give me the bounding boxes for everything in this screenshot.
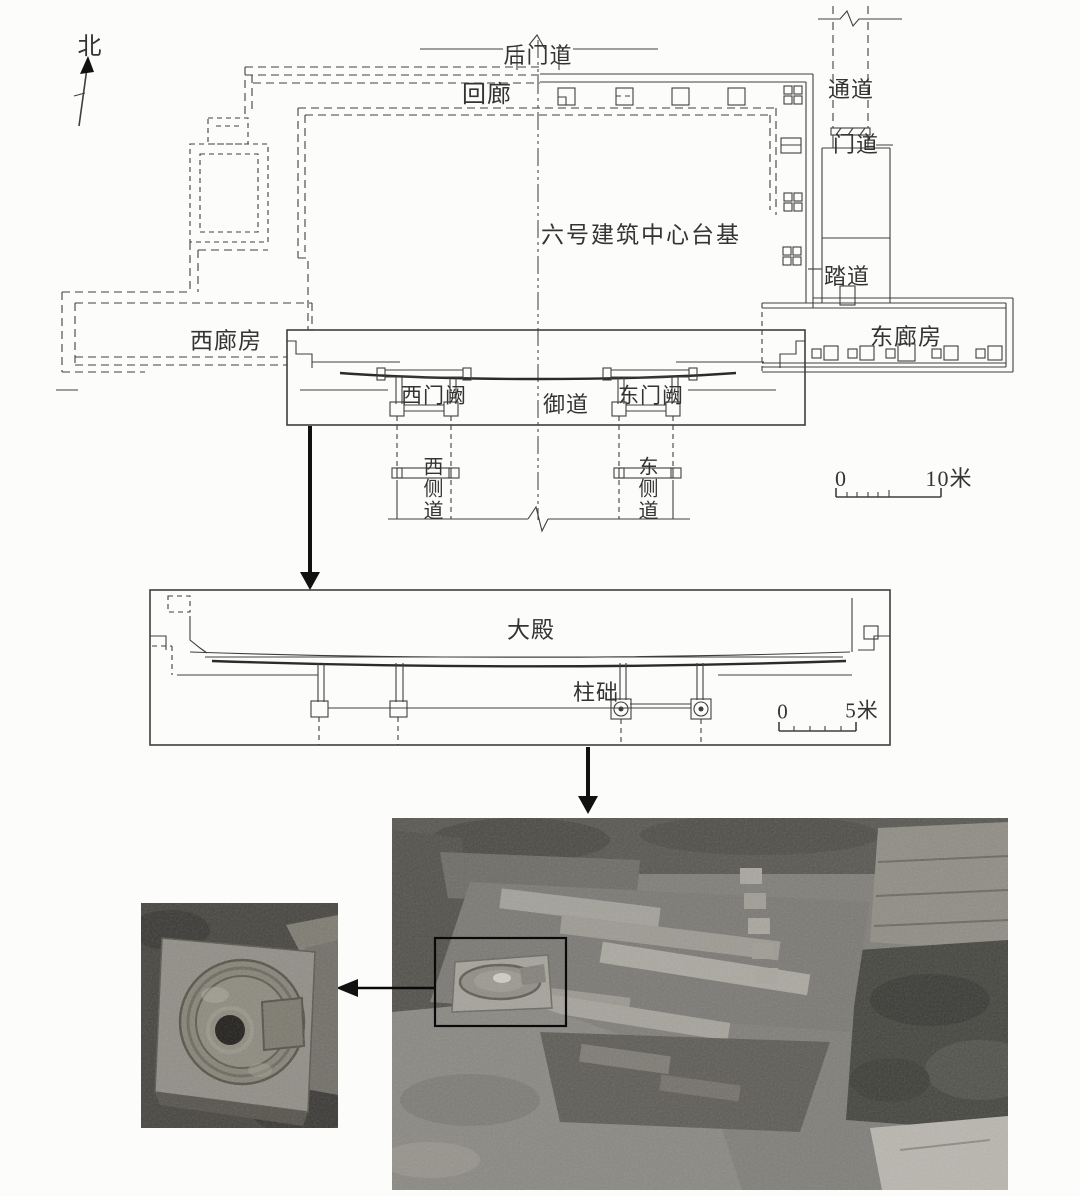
platform-label: 六号建筑中心台基 (541, 222, 741, 248)
detail-arrow-top (300, 426, 320, 590)
north-label: 北 (77, 34, 103, 60)
scale-10m-zero: 0 (835, 466, 847, 491)
north-arrow (73, 56, 94, 127)
passage-label: 通道 (827, 77, 875, 102)
ramp-label: 踏道 (823, 264, 871, 289)
east-side-road-label: 东侧道 (635, 456, 657, 522)
west-tower-label: 西门阙 (401, 383, 467, 408)
gate-label: 门道 (832, 132, 880, 157)
scale-5m-max: 5米 (845, 698, 879, 723)
scale-bar-10m (835, 488, 942, 498)
ramp-passage-linework (808, 6, 902, 306)
site-plan-linework (56, 6, 1014, 590)
scale-5m-zero: 0 (777, 699, 789, 724)
detail-arrow-bottom (578, 747, 598, 814)
rear-gate-label: 后门道 (503, 43, 573, 68)
east-wing-linework (761, 297, 1014, 373)
scale-10m-max: 10米 (925, 466, 973, 491)
east-tower-label: 东门阙 (618, 383, 684, 408)
east-wing-label: 东廊房 (870, 324, 942, 350)
west-annex-linework (189, 67, 269, 292)
gate-towers-linework (376, 367, 698, 417)
excavation-photo (392, 818, 1008, 1190)
side-roads-linework (388, 416, 690, 533)
highlight-box (433, 936, 568, 1028)
column-base-photo (141, 903, 338, 1128)
hall-columns-linework (310, 663, 712, 745)
west-wing-linework (56, 291, 313, 391)
inset-arrow (336, 979, 434, 997)
column-pits (780, 85, 803, 266)
west-wing-label: 西廊房 (190, 328, 262, 354)
imperial-way-label: 御道 (542, 392, 590, 417)
cloister-label: 回廊 (462, 82, 512, 108)
hall-label: 大殿 (507, 617, 555, 643)
west-side-road-label: 西侧道 (420, 456, 442, 522)
scale-bar-5m (778, 722, 857, 732)
hall-plan-linework (149, 589, 891, 814)
column-base-label: 柱础 (572, 680, 620, 705)
